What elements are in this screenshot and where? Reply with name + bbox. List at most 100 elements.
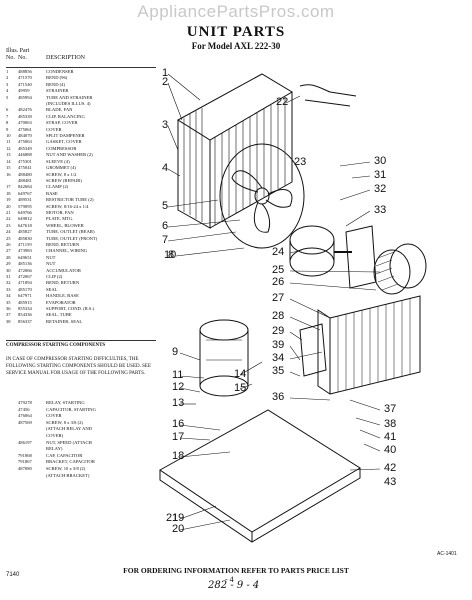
- blower-wheel: [373, 243, 427, 295]
- row-part-no: 647618: [18, 222, 32, 228]
- component-part-no: 487569: [18, 419, 32, 425]
- row-description: STRAINER: [46, 88, 69, 94]
- component-row: 476064 COVER: [6, 413, 158, 420]
- header-illus-part: Illus. Part: [6, 48, 30, 54]
- row-illus-no: 31: [6, 274, 11, 279]
- row-illus-no: 12: [6, 145, 11, 151]
- row-part-no: 473983: [18, 248, 32, 254]
- component-row: COVER): [6, 433, 158, 440]
- component-description: NUT, SPEED (ATTACH: [46, 439, 92, 445]
- row-illus-no: 37: [6, 312, 11, 318]
- callout-23: 23: [294, 156, 306, 168]
- row-description: ACCUMULATOR: [46, 267, 81, 273]
- component-part-no: 476064: [18, 413, 32, 419]
- callout-2: 2: [162, 76, 168, 88]
- header-no: No.: [6, 55, 15, 61]
- row-illus-no: 35: [6, 299, 11, 305]
- callout-7: 7: [162, 234, 168, 246]
- row-part-no: 649766: [18, 209, 32, 215]
- row-illus-no: 8: [6, 120, 9, 126]
- callout-5: 5: [162, 200, 168, 212]
- component-description: SCREW, 10 x 3/8 (2): [46, 465, 86, 471]
- callout-9: 9: [172, 346, 178, 358]
- component-description: COVER: [46, 413, 62, 419]
- row-description: BEND (96): [46, 75, 68, 81]
- row-description: TUBE AND STRAINER: [46, 94, 93, 100]
- starting-note: IN CASE OF COMPRESSOR STARTING DIFFICULT…: [6, 357, 151, 376]
- component-description: RELAY, STARTING: [46, 400, 85, 405]
- row-part-no: 485339: [18, 113, 32, 119]
- callout-8: 8: [168, 249, 174, 261]
- row-illus-no: 19: [6, 197, 11, 203]
- row-part-no: 484070: [18, 133, 32, 139]
- row-description: BEND, RETURN: [46, 241, 80, 247]
- callout-19: 19: [172, 512, 184, 524]
- component-description: SCREW, 8 x 3/8 (2): [46, 419, 83, 425]
- callout-39: 39: [272, 339, 284, 351]
- row-illus-no: 16: [6, 171, 11, 177]
- row-part-no: 485994: [18, 94, 32, 100]
- row-illus-no: 22: [6, 216, 11, 222]
- left-code: 7140: [6, 572, 20, 578]
- wiring-channel: [299, 323, 327, 377]
- row-illus-no: 9: [6, 126, 9, 132]
- callout-1: 1: [162, 67, 168, 79]
- row-description: SCREW, 8 x 1/2: [46, 171, 77, 177]
- callout-3: 3: [162, 119, 168, 131]
- callout-34: 34: [272, 352, 284, 364]
- row-description: CONDENSER: [46, 69, 74, 74]
- row-illus-no: 38: [6, 318, 11, 324]
- row-part-no: 482476: [18, 107, 32, 113]
- component-part-no: 791868: [18, 452, 32, 458]
- row-description: HANDLE, BASE: [46, 293, 79, 299]
- row-description: CLAMP (2): [46, 184, 69, 190]
- row-illus-no: 33: [6, 286, 11, 292]
- callout-33: 33: [374, 204, 386, 216]
- row-description: WHEEL, BLOWER: [46, 222, 84, 228]
- component-description: BRACKET, CAPACITOR: [46, 459, 95, 465]
- row-part-no: 649767: [18, 190, 32, 196]
- row-description: SCREW, 8/16-24 x 1/4: [46, 203, 89, 209]
- row-description: SUPPORT, COND. (R.S.): [46, 306, 95, 312]
- row-description: NUT: [46, 261, 56, 267]
- row-illus-no: 14: [6, 158, 11, 164]
- callout-18: 18: [172, 450, 184, 462]
- component-part-no: 479278: [18, 400, 32, 405]
- evaporator-coil: [317, 295, 421, 395]
- row-description: PLATE, MTG.: [46, 216, 74, 222]
- row-description: CHANNEL, WIRING: [46, 248, 88, 254]
- row-part-no: 471894: [18, 280, 32, 286]
- row-description: RESTRICTOR TUBE (2): [46, 197, 94, 203]
- component-row: 487569 SCREW, 8 x 3/8 (2): [6, 420, 158, 427]
- row-description: COVER: [46, 126, 62, 132]
- callout-11: 11: [172, 369, 183, 381]
- callout-4: 4: [162, 162, 168, 174]
- row-part-no: 485827: [18, 229, 32, 235]
- row-part-no: 472066: [18, 267, 32, 273]
- row-illus-no: 3: [6, 81, 9, 87]
- callout-43: 43: [384, 476, 396, 488]
- fan-motor: [289, 225, 352, 277]
- row-description: SEAL, TUBE: [46, 312, 72, 318]
- row-illus-no: 28: [6, 254, 11, 260]
- parts-row: (INCLUDES ILLUS. 4): [6, 101, 158, 107]
- row-illus-no: 6: [6, 107, 9, 113]
- callout-42: 42: [384, 462, 396, 474]
- parts-list-header: Illus. Part No.No.DESCRIPTION: [6, 48, 156, 62]
- callout-29: 29: [272, 325, 284, 337]
